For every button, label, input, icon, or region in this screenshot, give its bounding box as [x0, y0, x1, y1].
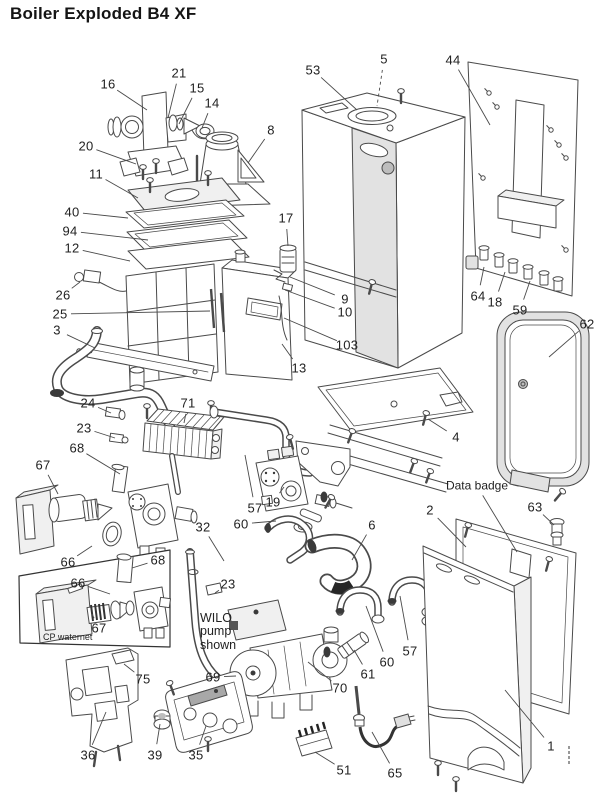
leader-line	[96, 149, 137, 165]
leader-line	[94, 430, 116, 439]
leader-line	[504, 689, 545, 738]
leader-line	[223, 675, 237, 677]
leader-line	[131, 562, 148, 569]
leader-line	[479, 266, 485, 286]
leader-line	[91, 613, 95, 619]
inset-box	[18, 549, 172, 648]
leader-line	[97, 406, 112, 414]
inner-casing	[301, 87, 466, 369]
control-panel-backing	[65, 647, 139, 768]
leader-line	[251, 520, 277, 524]
leader-line	[183, 413, 187, 424]
fan-assembly	[107, 91, 215, 188]
leader-line	[283, 317, 338, 342]
leader-line	[88, 586, 111, 595]
leader-line	[353, 649, 363, 665]
leader-line	[47, 474, 59, 495]
leader-line	[458, 69, 491, 126]
leader-line	[399, 595, 409, 641]
leader-line	[320, 77, 358, 111]
expansion-hose	[304, 533, 372, 595]
part-code-mark	[568, 746, 570, 764]
leader-line	[244, 454, 254, 498]
leader-line	[91, 711, 107, 746]
page-title: Boiler Exploded B4 XF	[10, 4, 197, 23]
leader-line	[437, 517, 467, 548]
leader-line	[365, 605, 384, 652]
small-fittings	[104, 406, 129, 444]
leader-line	[498, 271, 506, 292]
leader-line	[156, 723, 161, 745]
leader-line	[279, 486, 285, 494]
leader-line	[482, 495, 518, 553]
leader-line	[284, 289, 335, 309]
gas-valve-assembly	[255, 432, 353, 523]
leader-line	[123, 663, 135, 673]
plate-heat-exchanger	[142, 399, 225, 460]
ntc-sensor	[353, 685, 416, 748]
pressure-switch	[74, 269, 127, 292]
leader-line	[214, 589, 220, 594]
manifold-fittings	[465, 245, 564, 292]
support-rails	[327, 424, 449, 493]
leader-line	[167, 83, 177, 119]
door-seal	[496, 311, 590, 504]
pipe-60-middle	[264, 515, 314, 564]
leader-line	[286, 228, 289, 247]
leader-line	[201, 113, 209, 129]
leader-line	[548, 330, 579, 358]
leader-line	[82, 249, 131, 262]
front-casing-panel	[422, 545, 570, 793]
leader-line	[281, 343, 294, 360]
leader-line	[427, 418, 447, 432]
j-pipe	[185, 548, 223, 682]
leader-line	[70, 310, 211, 315]
terminal-block	[295, 721, 333, 757]
base-panel	[317, 367, 474, 433]
leader-line	[351, 534, 367, 561]
leader-line	[116, 89, 148, 111]
leader-lines	[47, 69, 579, 765]
leader-line	[208, 536, 225, 562]
leader-line	[371, 731, 391, 764]
wall-mounting-plate	[467, 61, 579, 297]
leader-line	[376, 69, 383, 107]
leader-line	[307, 661, 332, 682]
leader-line	[178, 97, 193, 125]
leader-line	[542, 514, 555, 526]
diverter-valve-assembly	[15, 453, 198, 581]
flue-pipe	[50, 326, 175, 431]
leader-line	[314, 751, 335, 765]
control-panel-cover	[153, 671, 253, 753]
leader-line	[71, 281, 81, 289]
leader-line	[247, 138, 266, 164]
heat-exchanger-stack	[125, 163, 250, 270]
leader-line	[199, 725, 207, 745]
electrodes-and-sensors	[209, 244, 297, 341]
leader-line	[80, 231, 149, 241]
leader-line	[76, 545, 93, 557]
leader-line	[82, 212, 129, 219]
leader-line	[86, 453, 121, 475]
leader-line	[66, 334, 96, 349]
leader-line	[523, 280, 531, 300]
leader-line	[105, 179, 139, 199]
leader-line	[289, 276, 335, 296]
sump-box	[221, 249, 297, 381]
drain-valve	[549, 518, 565, 546]
